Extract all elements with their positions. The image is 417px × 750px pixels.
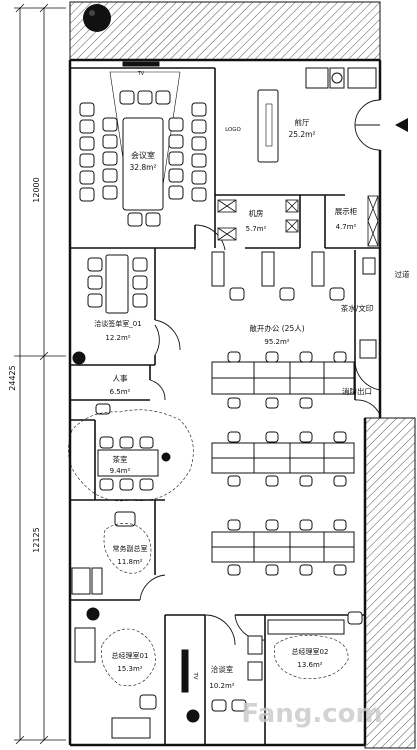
open-office-name: 敞开办公 (25人) <box>249 323 304 333</box>
lobby-furniture <box>257 67 377 163</box>
display-cabinet-name: 展示柜 <box>335 206 358 216</box>
tree-icon <box>83 4 111 32</box>
deputy-gm-area: 11.8m² <box>117 558 142 566</box>
lobby-name: 前厅 <box>295 117 310 127</box>
tea-room-area: 9.4m² <box>110 467 131 475</box>
tea-print-label: 茶水/文印 <box>341 303 374 313</box>
tv-label-bottom: TV <box>192 671 198 679</box>
corridor-fixture <box>359 257 377 359</box>
outer-walls <box>68 58 382 747</box>
dimension-lower: 12125 <box>32 527 41 552</box>
negotiation-room-furniture <box>181 649 247 723</box>
deputy-gm-furniture <box>71 511 152 595</box>
tea-room-name: 茶室 <box>113 454 128 464</box>
negotiation-room-area: 10.2m² <box>209 682 234 690</box>
open-office-area: 95.2m² <box>264 338 289 346</box>
gm-01-name: 总经理室01 <box>112 651 149 660</box>
machine-room-equipment <box>217 195 379 247</box>
machine-room-name: 机房 <box>249 208 264 218</box>
hr-name: 人事 <box>113 373 128 383</box>
fire-exit-label: 消防出口 <box>342 386 372 396</box>
negotiation-01-area: 12.2m² <box>105 334 130 342</box>
dimension-total: 24425 <box>8 365 17 390</box>
open-office-furniture <box>211 251 355 576</box>
gm-01-furniture <box>74 607 157 739</box>
interior-walls <box>70 67 380 745</box>
dimension-lines <box>14 3 66 745</box>
corridor-label: 过道 <box>395 269 410 279</box>
hr-furniture <box>72 351 111 415</box>
conference-area: 32.8m² <box>129 163 156 172</box>
tea-room-furniture <box>68 409 194 502</box>
dimension-upper: 12000 <box>32 177 41 202</box>
entrance-arrow <box>395 118 408 132</box>
lobby-area: 25.2m² <box>288 130 315 139</box>
deputy-gm-name: 常务副总室 <box>113 544 148 553</box>
gm-02-furniture <box>247 611 363 681</box>
negotiation-room-name: 洽谈室 <box>211 664 234 674</box>
conference-furniture <box>79 61 207 227</box>
hr-area: 6.5m² <box>110 388 131 396</box>
machine-room-area: 5.7m² <box>246 225 267 233</box>
door-swings <box>139 99 381 646</box>
exterior-hatching <box>69 1 416 749</box>
negotiation-01-furniture <box>87 254 148 314</box>
gm-01-area: 15.3m² <box>117 665 142 673</box>
negotiation-01-name: 洽谈签单室_01 <box>94 319 141 328</box>
conference-name: 会议室 <box>131 150 155 160</box>
watermark: Fang.com <box>241 699 382 729</box>
logo-text: LOGO <box>225 127 241 133</box>
display-cabinet-area: 4.7m² <box>336 223 357 231</box>
gm-02-name: 总经理室02 <box>292 647 329 656</box>
tv-label-top: TV <box>137 71 145 77</box>
gm-02-area: 13.6m² <box>297 661 322 669</box>
